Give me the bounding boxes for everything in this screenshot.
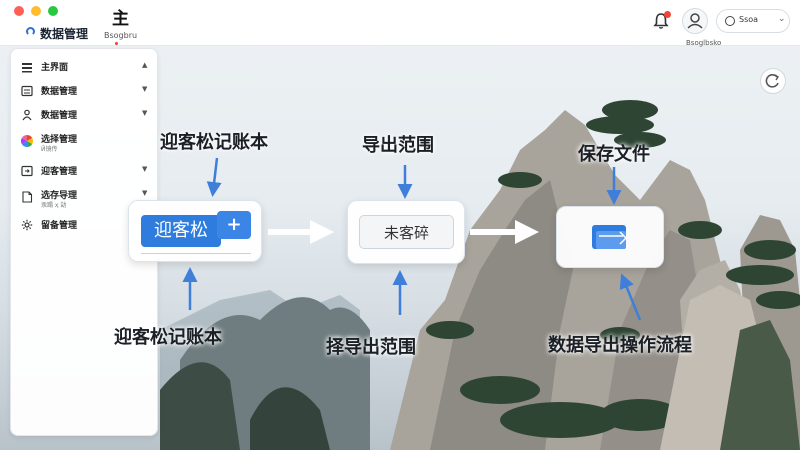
label-range-top: 导出范围 — [362, 135, 434, 156]
gear-icon — [21, 219, 33, 231]
label-ledger-top: 迎客松记账本 — [160, 132, 268, 153]
active-tab-indicator — [115, 42, 118, 45]
sidebar-item-label: 数据管理 — [41, 87, 78, 97]
sidebar-item-backup[interactable]: 留备管理 — [11, 215, 157, 235]
user-label: Ssoa — [739, 15, 759, 24]
sidebar-item-guest[interactable]: 迎客管理 ▼ — [11, 161, 157, 181]
sidebar-item-label: 主界面 — [41, 63, 69, 73]
sidebar-item-selection[interactable]: 选择管理 Ӣ镜传 — [11, 129, 157, 157]
user-icon — [22, 109, 32, 121]
chevron-up-icon: ▲ — [142, 61, 148, 69]
hexagon-icon — [725, 16, 735, 26]
color-wheel-icon — [21, 135, 33, 147]
step-card-save — [556, 206, 664, 268]
avatar[interactable] — [682, 8, 708, 34]
refresh-icon — [765, 74, 779, 88]
list-icon — [21, 85, 33, 97]
sidebar-item-data-management[interactable]: 数据管理 ▼ — [11, 81, 157, 101]
label-ledger-bottom: 迎客松记账本 — [114, 327, 222, 348]
refresh-button[interactable] — [760, 68, 786, 94]
label-flow-caption: 数据导出操作流程 — [548, 335, 692, 356]
sub-tab[interactable]: Bsogbru — [104, 31, 138, 40]
grid-icon — [22, 63, 32, 73]
range-field[interactable]: 未客碎 — [359, 215, 454, 249]
notification-badge — [664, 11, 671, 18]
sidebar-item-storage[interactable]: 选存导理 汞蹋 ҳ 劼 ▼ — [11, 185, 157, 213]
step-card-ledger: 迎客松 + — [128, 200, 262, 262]
sidebar-item-sublabel: 汞蹋 ҳ 劼 — [41, 202, 67, 209]
user-icon — [687, 13, 703, 29]
window-title: 主 — [112, 9, 129, 29]
sidebar-item-label: 选择管理 — [41, 135, 78, 145]
maximize-window-button[interactable] — [48, 6, 58, 16]
ledger-button[interactable]: 迎客松 — [141, 215, 221, 247]
chevron-down-icon: ▼ — [142, 85, 148, 93]
sidebar-item-sublabel: Ӣ镜传 — [41, 146, 58, 153]
chevron-down-icon: ⌄ — [778, 14, 786, 24]
minimize-window-button[interactable] — [31, 6, 41, 16]
document-icon — [22, 191, 33, 203]
step-card-range: 未客碎 — [347, 200, 465, 264]
chevron-down-icon: ▼ — [142, 165, 148, 173]
sidebar-item-label: 留备管理 — [41, 221, 78, 231]
top-bar: 主 数据管理 Bsogbru Ssoa ⌄ Bsoglbsko — [0, 0, 800, 47]
folder-icon[interactable] — [590, 222, 630, 252]
sidebar-item-data-management-2[interactable]: 数据管理 ▼ — [11, 105, 157, 125]
app-logo-icon — [26, 27, 35, 36]
sidebar-item-label: 数据管理 — [41, 111, 78, 121]
chevron-down-icon: ▼ — [142, 109, 148, 117]
add-button[interactable]: + — [217, 211, 251, 239]
sidebar-item-label: 迎客管理 — [41, 167, 78, 177]
sidebar-item-home[interactable]: 主界面 ▲ — [11, 57, 157, 77]
label-save-top: 保存文件 — [578, 144, 650, 165]
user-menu-button[interactable]: Ssoa ⌄ — [716, 9, 790, 33]
close-window-button[interactable] — [14, 6, 24, 16]
label-range-bottom: 择导出范围 — [326, 337, 416, 358]
chevron-down-icon: ▼ — [142, 189, 148, 197]
export-icon — [21, 165, 33, 177]
user-sub-label: Bsoglbsko — [686, 39, 722, 47]
sidebar-item-label: 选存导理 — [41, 191, 78, 201]
app-name: 数据管理 — [40, 27, 89, 41]
divider — [141, 253, 251, 254]
